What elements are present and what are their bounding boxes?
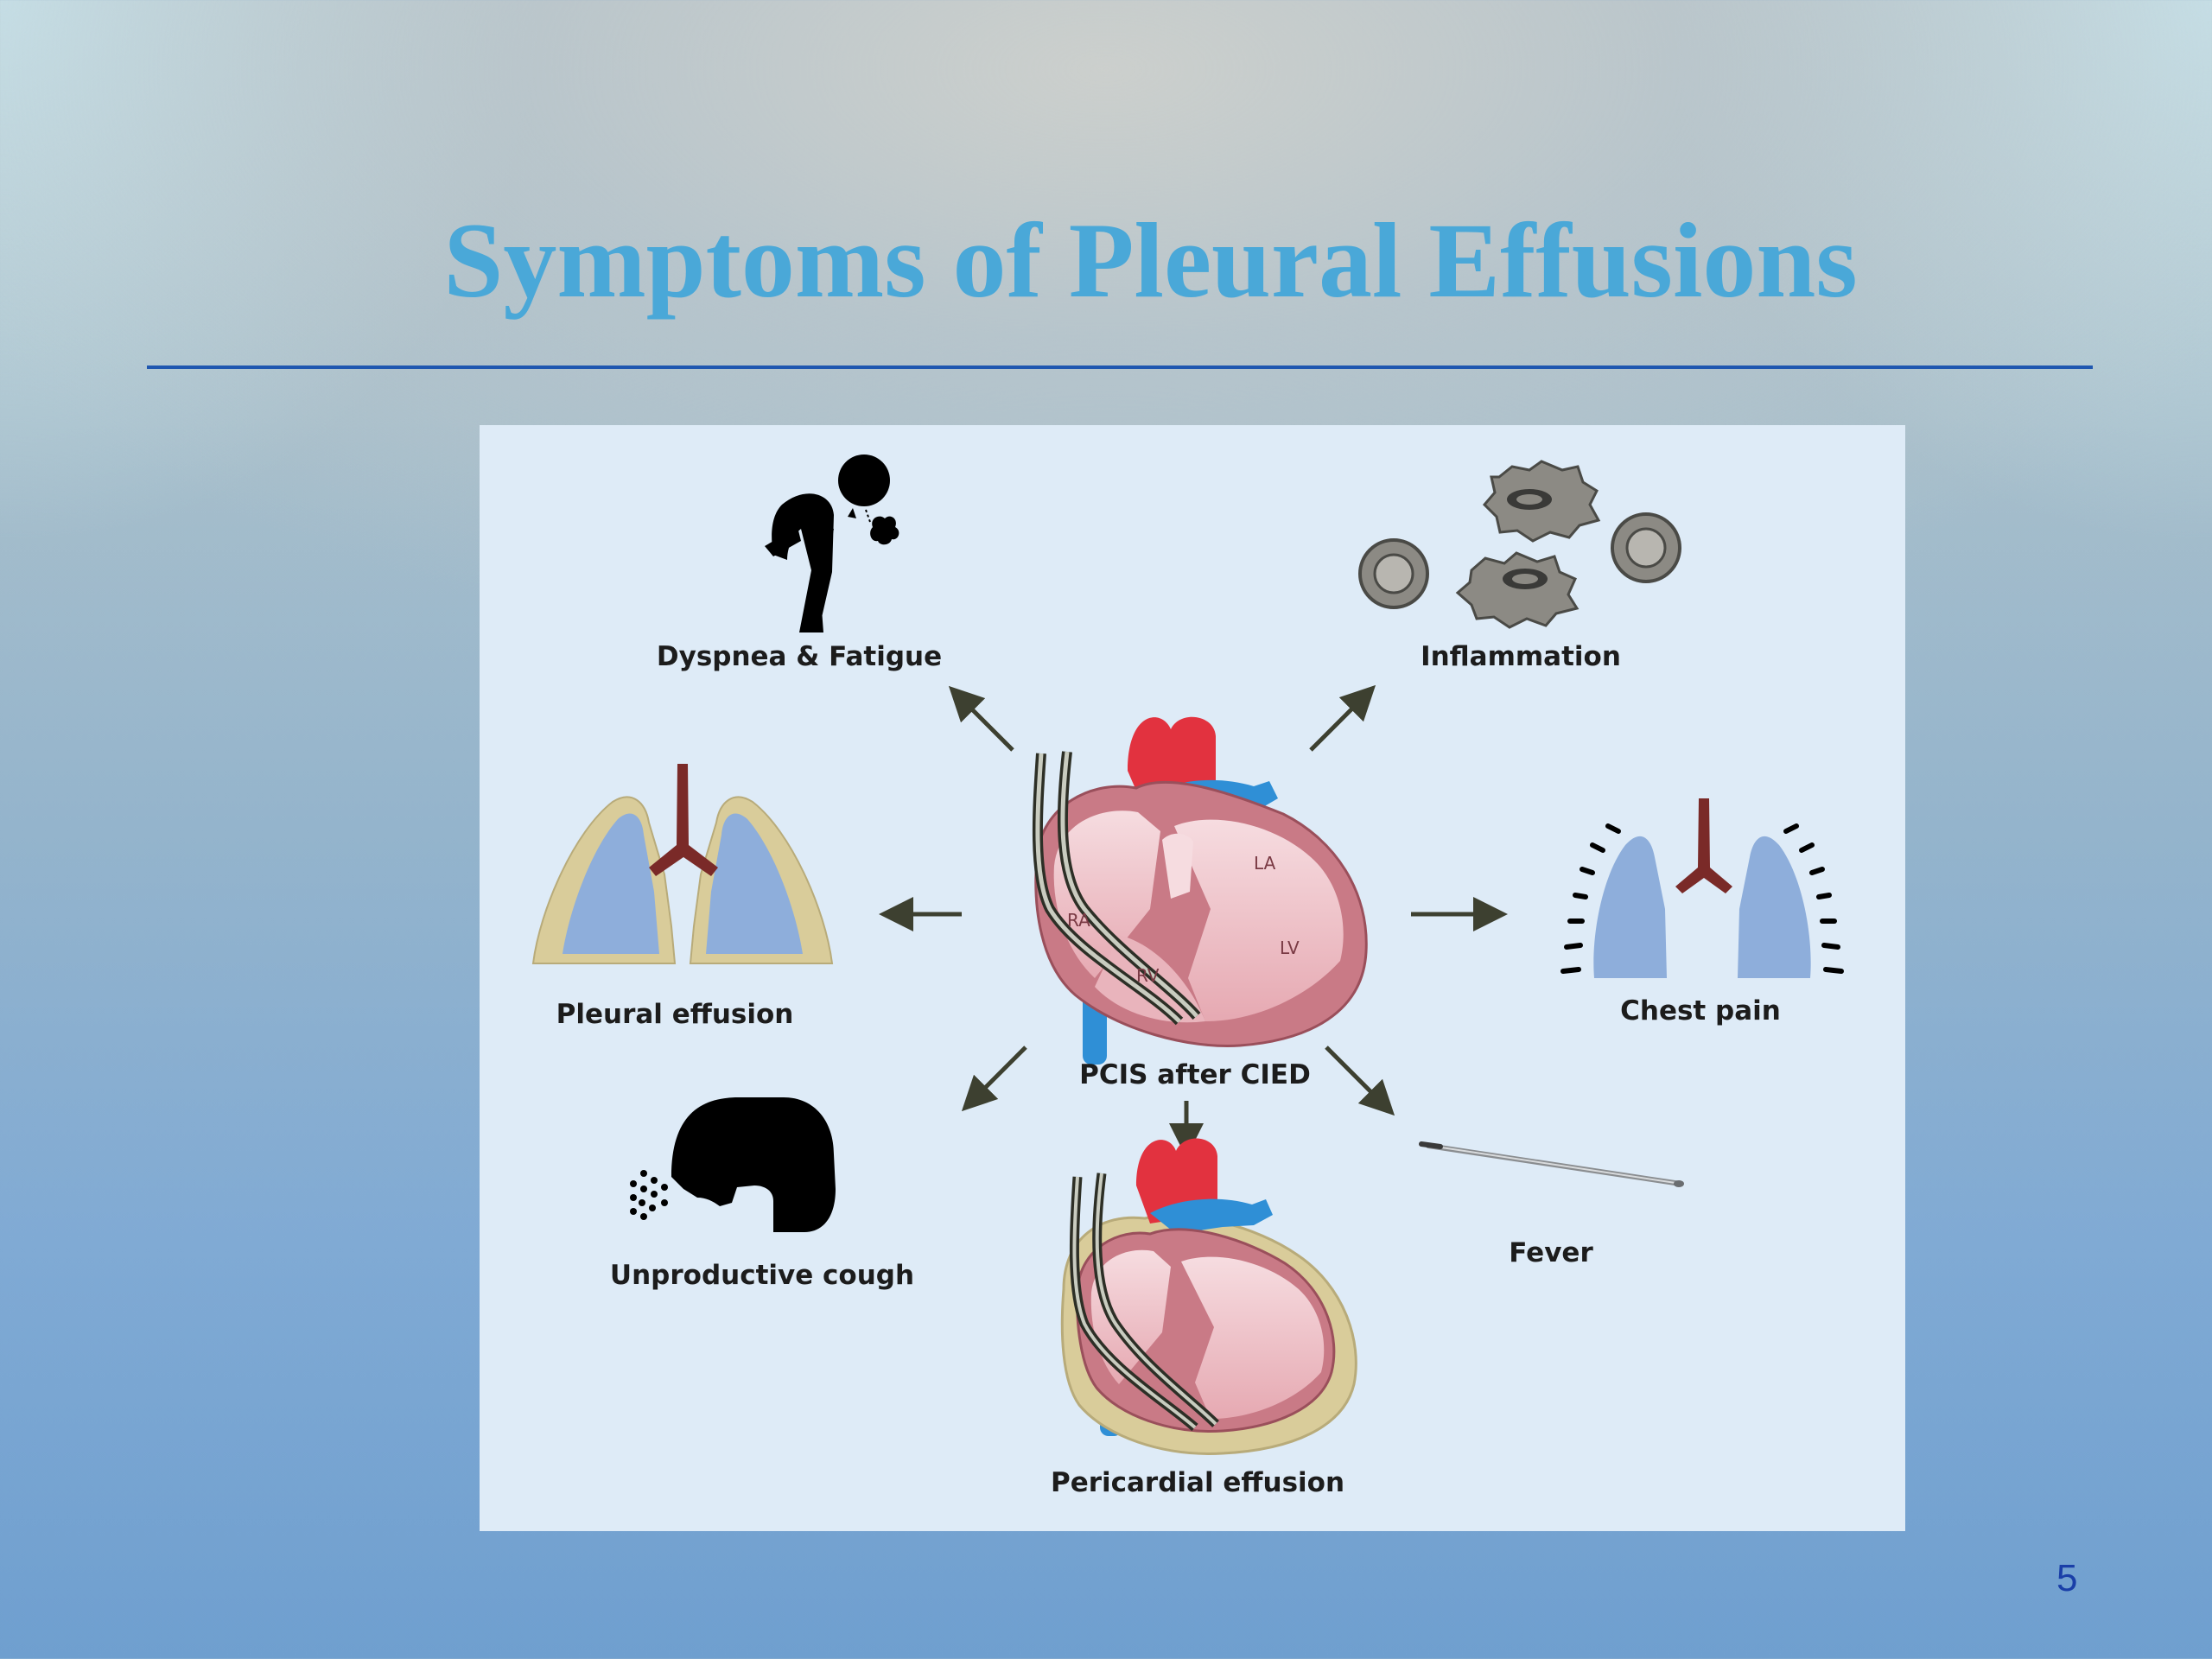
label-unproductive-cough: Unproductive cough	[609, 1260, 915, 1291]
symptoms-diagram: LA LV RA RV Dyspnea & Fatigue Inflammati…	[480, 425, 1905, 1531]
inflammation-cells-icon	[1358, 460, 1681, 629]
chest-pain-lungs-icon	[1560, 798, 1844, 978]
thermometer-icon	[1419, 1141, 1684, 1187]
slide-title: Symptoms of Pleural Effusions	[443, 201, 1858, 320]
arrow-to-fever	[1325, 1046, 1395, 1116]
arrow-to-dyspnea	[948, 685, 1014, 752]
arrow-to-cough	[961, 1046, 1027, 1112]
label-fever: Fever	[1509, 1237, 1593, 1268]
central-heart-icon: LA LV RA RV	[1032, 716, 1368, 1065]
dyspnea-figure-icon	[765, 454, 899, 632]
label-pleural-effusion: Pleural effusion	[556, 999, 794, 1030]
pericardial-effusion-heart-icon	[1060, 1138, 1357, 1455]
pain-rays	[1560, 823, 1844, 974]
label-dyspnea-fatigue: Dyspnea & Fatigue	[656, 641, 943, 672]
label-center-pcis: PCIS after CIED	[1079, 1059, 1311, 1090]
heart-label-rv: RV	[1136, 965, 1160, 986]
diagram-artwork: LA LV RA RV	[531, 454, 1844, 1455]
heart-label-la: LA	[1254, 853, 1276, 874]
heart-label-lv: LV	[1280, 938, 1300, 958]
arrow-to-inflammation	[1309, 684, 1376, 752]
label-inflammation: Inflammation	[1421, 641, 1621, 672]
heart-label-ra: RA	[1067, 910, 1090, 931]
cough-spray	[630, 1170, 668, 1220]
pleural-effusion-lungs-icon	[531, 764, 834, 964]
arrows	[879, 684, 1508, 1158]
page-number: 5	[2056, 1557, 2078, 1599]
title-divider	[147, 365, 2093, 369]
label-chest-pain: Chest pain	[1620, 995, 1781, 1027]
label-pericardial-effusion: Pericardial effusion	[1050, 1467, 1345, 1498]
cough-head-icon	[630, 1097, 836, 1232]
